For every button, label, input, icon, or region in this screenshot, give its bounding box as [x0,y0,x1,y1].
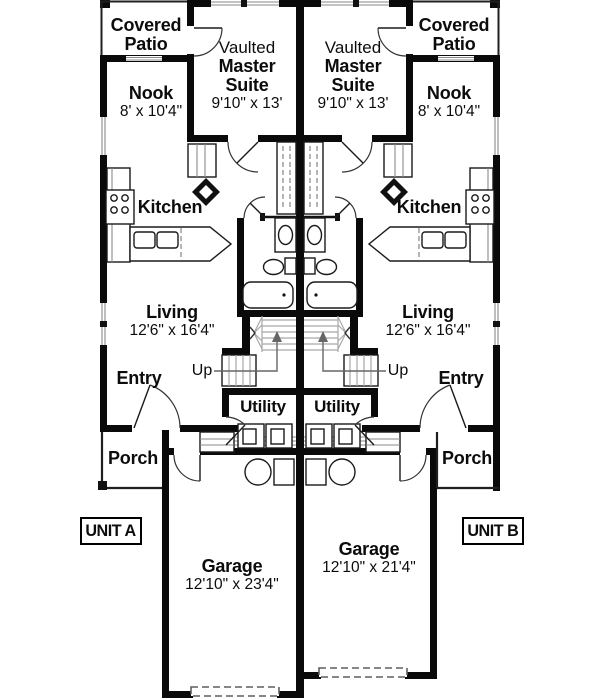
room-name: Utility [314,397,360,416]
room-dimensions: 12'6" x 16'4" [385,322,471,339]
room-label-master-suite-b: Vaulted Master Suite 9'10" x 13' [318,38,389,113]
room-dimensions: 12'10" x 23'4" [185,576,279,593]
room-label-living-b: Living 12'6" x 16'4" [385,303,470,340]
label-line: Vaulted [218,38,276,57]
room-label-utility-b: Utility [314,397,360,416]
room-label-entry-a: Entry [116,369,161,388]
coat-closets [199,431,401,453]
room-label-porch-b: Porch [442,449,492,468]
label-line: Up [387,362,409,379]
label-line: Master [218,56,276,76]
room-label-garage-b: Garage 12'10" x 21'4" [322,540,416,577]
label-line: Covered [418,15,490,35]
bath-fixtures-unit-b [303,141,358,309]
label-line: Up [191,362,213,379]
room-label-nook-b: Nook 8' x 10'4" [418,84,480,121]
stair-up-label-b: Up [388,362,408,379]
room-label-entry-b: Entry [438,369,483,388]
bath-fixtures-unit-a [242,141,297,309]
room-name: Nook [426,83,472,103]
label-line: Suite [331,75,375,95]
room-name: Living [146,302,198,322]
unit-label: UNIT B [467,521,519,540]
room-label-kitchen-a: Kitchen [138,198,203,217]
garage-fixtures [190,458,408,697]
room-name: Utility [240,397,286,416]
room-name: Living [402,302,454,322]
unit-a-badge: UNIT A [80,517,142,545]
room-label-covered-patio-a: Covered Patio [111,16,182,54]
room-name: Entry [116,368,162,388]
room-dimensions: 8' x 10'4" [119,103,183,120]
patio-walls [100,0,500,62]
interior-walls [100,62,500,455]
room-dimensions: 8' x 10'4" [417,103,481,120]
windows [100,0,500,345]
label-line: Master [324,56,382,76]
room-dimensions: 12'10" x 21'4" [322,559,416,576]
room-label-porch-a: Porch [108,449,158,468]
room-name: Kitchen [396,197,462,217]
room-label-master-suite-a: Vaulted Master Suite 9'10" x 13' [212,38,283,113]
utility-fixtures-unit-a [232,423,296,449]
room-dimensions: 12'6" x 16'4" [129,322,215,339]
unit-label: UNIT A [85,521,137,540]
room-label-living-a: Living 12'6" x 16'4" [129,303,214,340]
room-name: Porch [107,448,159,468]
label-line: Suite [225,75,269,95]
unit-b-badge: UNIT B [462,517,524,545]
room-label-nook-a: Nook 8' x 10'4" [120,84,182,121]
outer-walls [100,0,500,698]
room-name: Kitchen [137,197,203,217]
kitchen-fixtures-unit-b [367,143,495,263]
room-dimensions: 9'10" x 13' [317,95,389,112]
room-name: Porch [441,448,493,468]
room-label-covered-patio-b: Covered Patio [419,16,490,54]
room-dimensions: 9'10" x 13' [211,95,283,112]
label-line: Covered [110,15,182,35]
utility-fixtures-unit-b [304,423,368,449]
stair-direction-arrows [214,331,386,372]
door-swings [133,27,467,482]
room-label-kitchen-b: Kitchen [397,198,462,217]
stair-up-label-a: Up [192,362,212,379]
room-label-garage-a: Garage 12'10" x 23'4" [185,557,279,594]
room-name: Entry [438,368,484,388]
label-line: Patio [124,34,168,54]
label-line: Vaulted [324,38,382,57]
room-label-utility-a: Utility [240,397,286,416]
label-line: Patio [432,34,476,54]
porch-outlines [98,432,499,490]
room-name: Garage [338,539,400,559]
room-name: Nook [128,83,174,103]
room-name: Garage [201,556,263,576]
kitchen-fixtures-unit-a [105,143,233,263]
